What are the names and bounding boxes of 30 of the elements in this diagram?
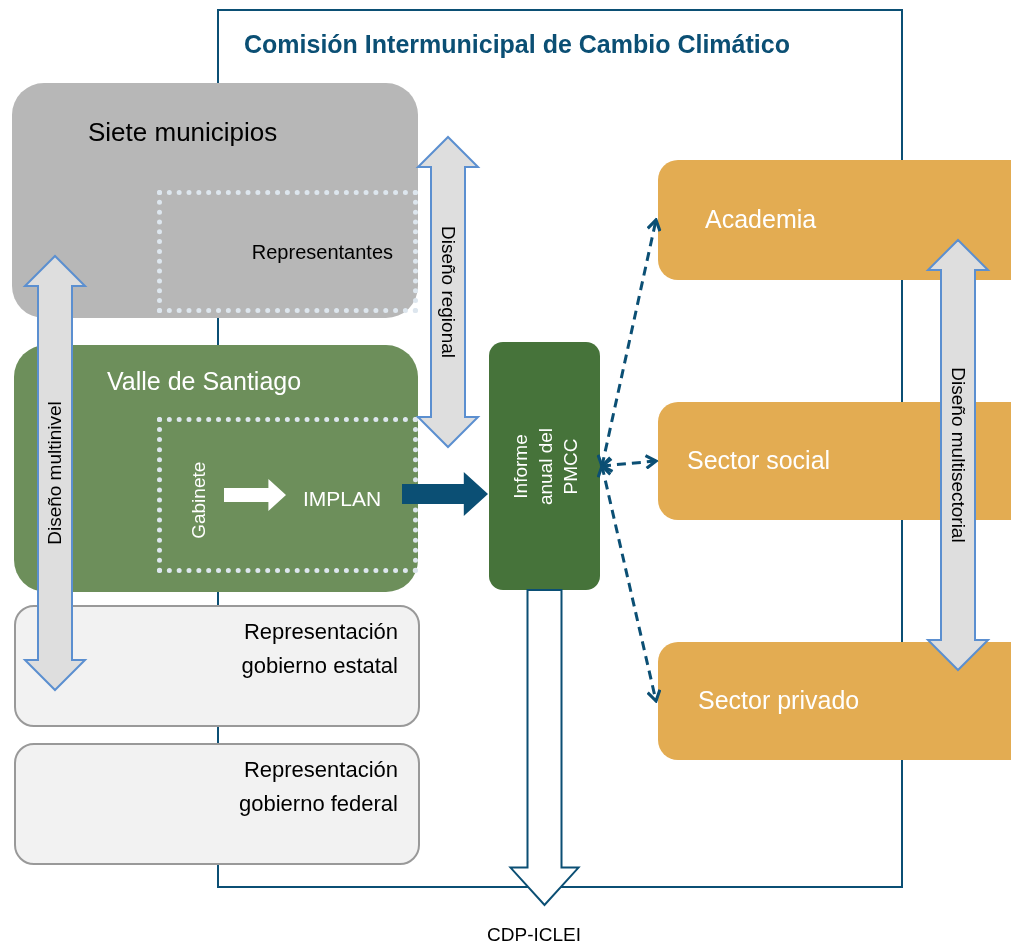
dashed-arrow [596, 218, 662, 468]
block-arrow [508, 589, 581, 907]
axis-label: Diseño regional [437, 226, 461, 358]
node-label: Sector social [687, 445, 831, 477]
government-box [14, 743, 420, 865]
sector-box [658, 160, 1011, 280]
node-label: IMPLAN [303, 486, 382, 513]
axis-label: Diseño multinivel [42, 401, 66, 545]
sector-box [658, 642, 1011, 760]
block-arrow [224, 479, 286, 511]
node-label: Siete municipios [88, 116, 279, 149]
node-label: Informe anual del PMCC [508, 426, 581, 507]
government-box [14, 605, 420, 727]
axis-label: Diseño multisectorial [947, 367, 971, 543]
node-label: Gabinete [187, 461, 211, 539]
node-label: Representación gobierno federal [238, 756, 398, 818]
node-label: Sector privado [698, 685, 860, 717]
node-label: Academia [705, 204, 817, 236]
title: Comisión Intermunicipal de Cambio Climático [244, 29, 790, 60]
dotted-box [157, 190, 418, 313]
node-label: Valle de Santiago [107, 366, 303, 397]
node-label: CDP-ICLEI [487, 922, 581, 947]
group-box [12, 83, 418, 318]
report-box [489, 342, 600, 590]
node-label: Representantes [251, 239, 393, 265]
dashed-arrow [600, 454, 658, 473]
dashed-arrow [596, 464, 662, 703]
group-box [14, 345, 418, 592]
node-label: Representación gobierno estatal [240, 618, 398, 680]
block-arrow [402, 472, 488, 516]
